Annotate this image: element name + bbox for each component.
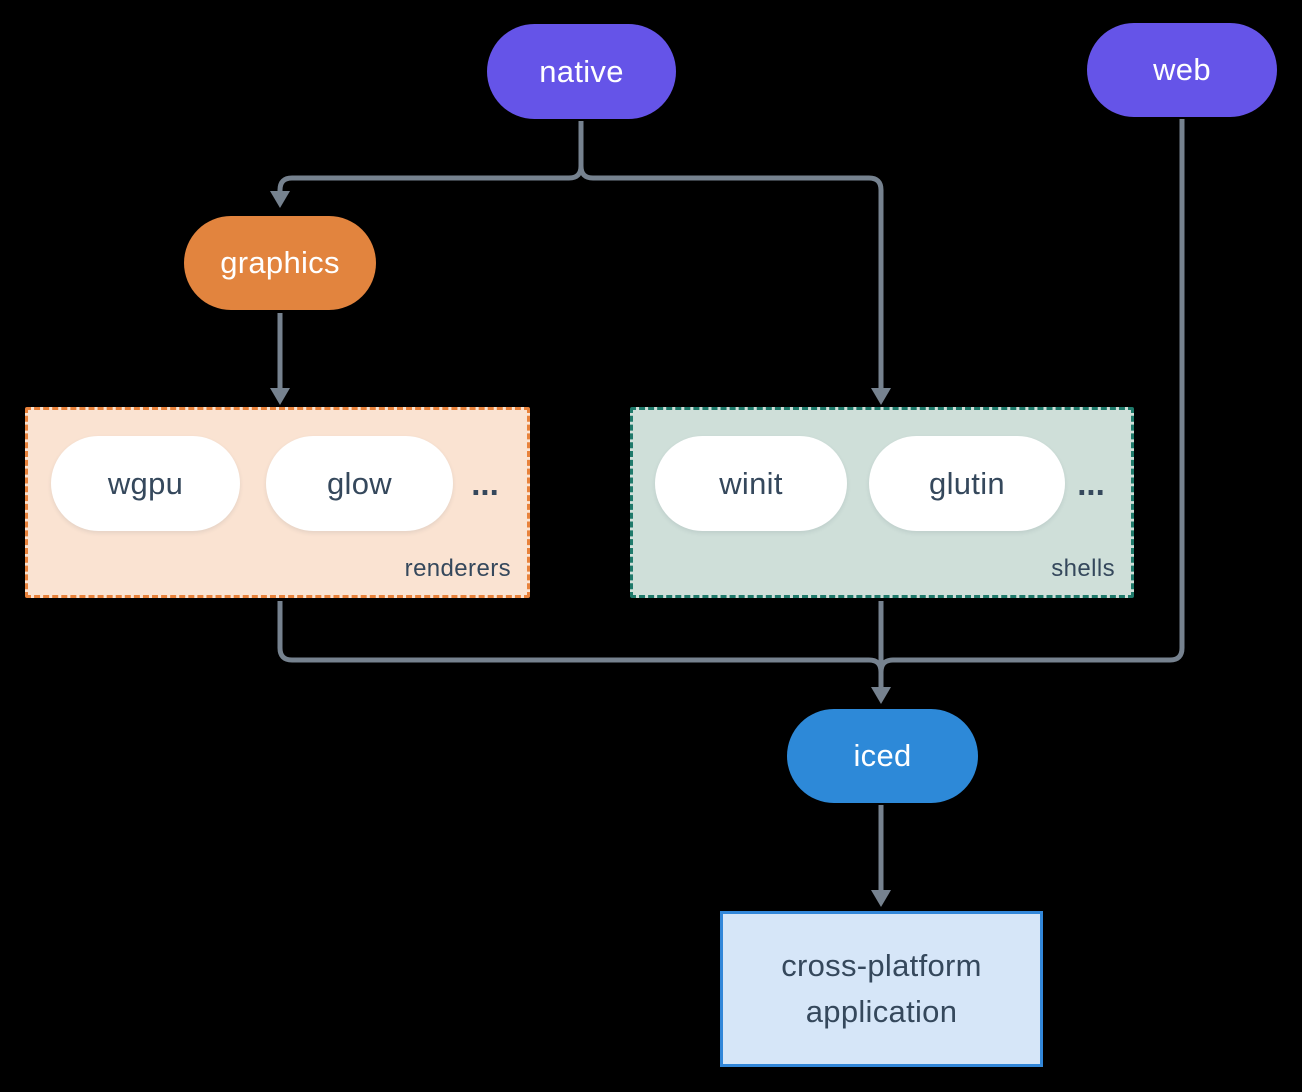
- node-winit: winit: [655, 436, 847, 531]
- node-glutin-label: glutin: [929, 465, 1005, 501]
- node-glow-label: glow: [327, 465, 392, 501]
- node-iced: iced: [787, 709, 978, 803]
- node-native: native: [487, 24, 676, 119]
- shells-group-label: shells: [1051, 555, 1115, 582]
- connector-native-to-graphics: [277, 121, 584, 193]
- app-label-line2: application: [805, 994, 958, 1029]
- arrowhead-iced: [871, 687, 891, 704]
- node-winit-label: winit: [719, 465, 783, 501]
- arrowhead-graphics: [270, 191, 290, 208]
- node-wgpu-label: wgpu: [107, 465, 184, 501]
- arrowhead-renderers: [270, 388, 290, 405]
- arrowhead-app: [871, 890, 891, 907]
- node-glutin: glutin: [869, 436, 1065, 531]
- node-web: web: [1087, 23, 1277, 117]
- connector-renderers-to-iced: [277, 601, 884, 673]
- shells-ellipsis: ...: [1077, 464, 1105, 502]
- node-graphics: graphics: [184, 216, 376, 310]
- node-glow: glow: [266, 436, 453, 531]
- node-graphics-label: graphics: [220, 245, 340, 280]
- app-label-line1: cross-platform: [781, 948, 982, 983]
- node-iced-label: iced: [853, 738, 912, 773]
- node-web-label: web: [1153, 52, 1211, 87]
- renderers-ellipsis: ...: [471, 464, 499, 502]
- shells-group: winit glutin ... shells: [630, 407, 1134, 598]
- cross-platform-application-box: cross-platform application: [720, 911, 1043, 1067]
- renderers-group: wgpu glow ... renderers: [25, 407, 530, 598]
- arrowhead-shells: [871, 388, 891, 405]
- connector-native-to-shells: [578, 121, 884, 388]
- renderers-group-label: renderers: [404, 555, 511, 582]
- node-native-label: native: [539, 53, 624, 89]
- node-wgpu: wgpu: [51, 436, 240, 531]
